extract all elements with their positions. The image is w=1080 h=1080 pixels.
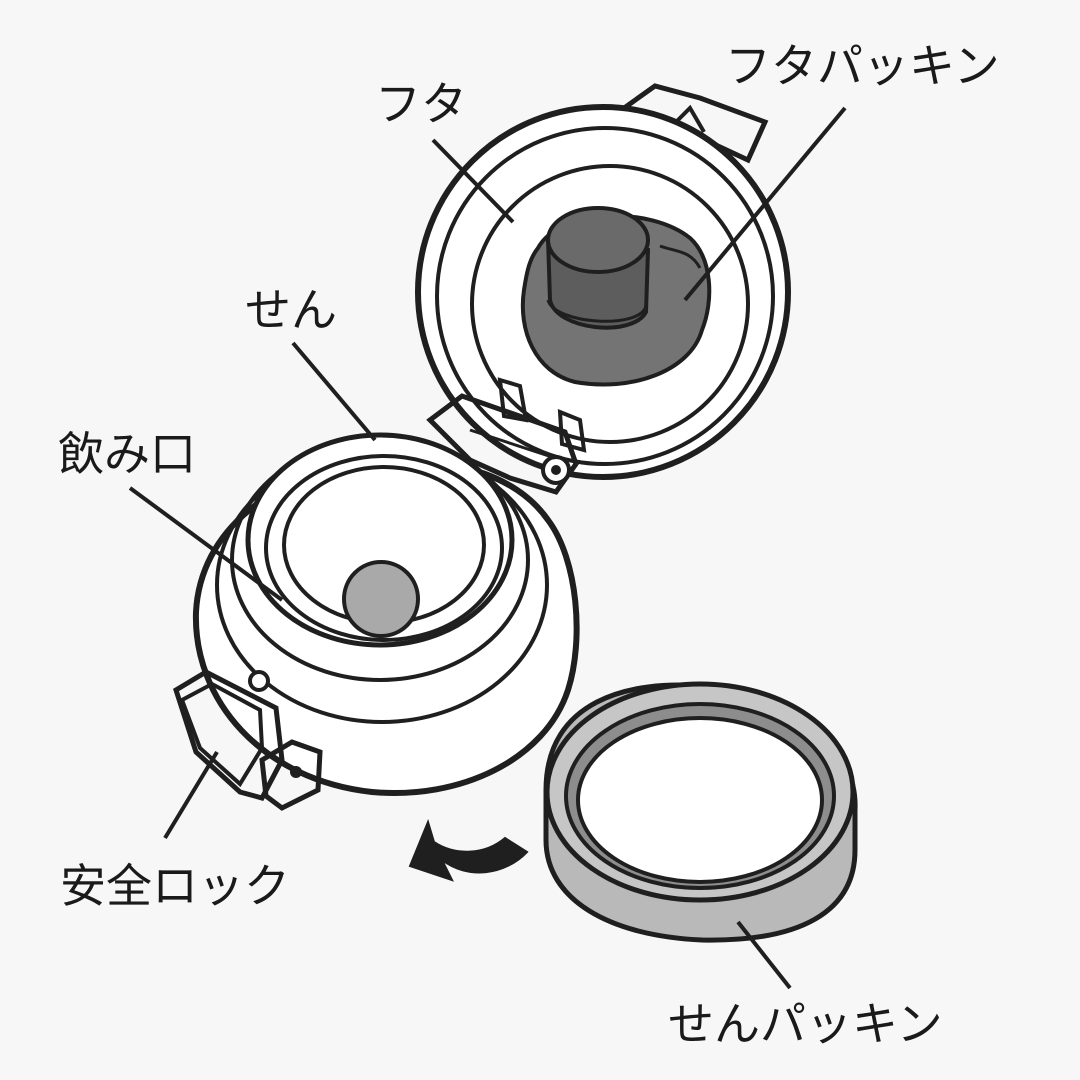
- lid-inner-rim: [470, 164, 750, 444]
- leader-lid: [431, 138, 515, 224]
- leader-lid-gasket: [683, 106, 847, 302]
- lid: [415, 83, 791, 480]
- leader-spout: [128, 486, 284, 602]
- lid-mid-rim: [435, 126, 775, 466]
- label-drinking-spout: 飲み口: [58, 427, 196, 481]
- leader-safety-lock: [163, 750, 219, 840]
- hinge: [426, 393, 579, 495]
- label-stopper: せん: [245, 283, 337, 337]
- leader-stopper-gasket: [736, 920, 792, 990]
- leader-stopper: [291, 341, 377, 442]
- label-lid: フタ: [375, 77, 467, 131]
- label-lid-gasket: フタパッキン: [725, 39, 1000, 93]
- safety-lock: [173, 669, 323, 811]
- label-stopper-gasket: せんパッキン: [668, 997, 943, 1051]
- curved-arrow: [408, 819, 529, 882]
- lid-stem: [545, 206, 651, 330]
- cap-body: [192, 432, 580, 796]
- stopper-gasket: [543, 681, 858, 943]
- leader-lines: [128, 106, 847, 990]
- label-safety-lock: 安全ロック: [60, 859, 290, 913]
- spout-valve: [342, 560, 420, 638]
